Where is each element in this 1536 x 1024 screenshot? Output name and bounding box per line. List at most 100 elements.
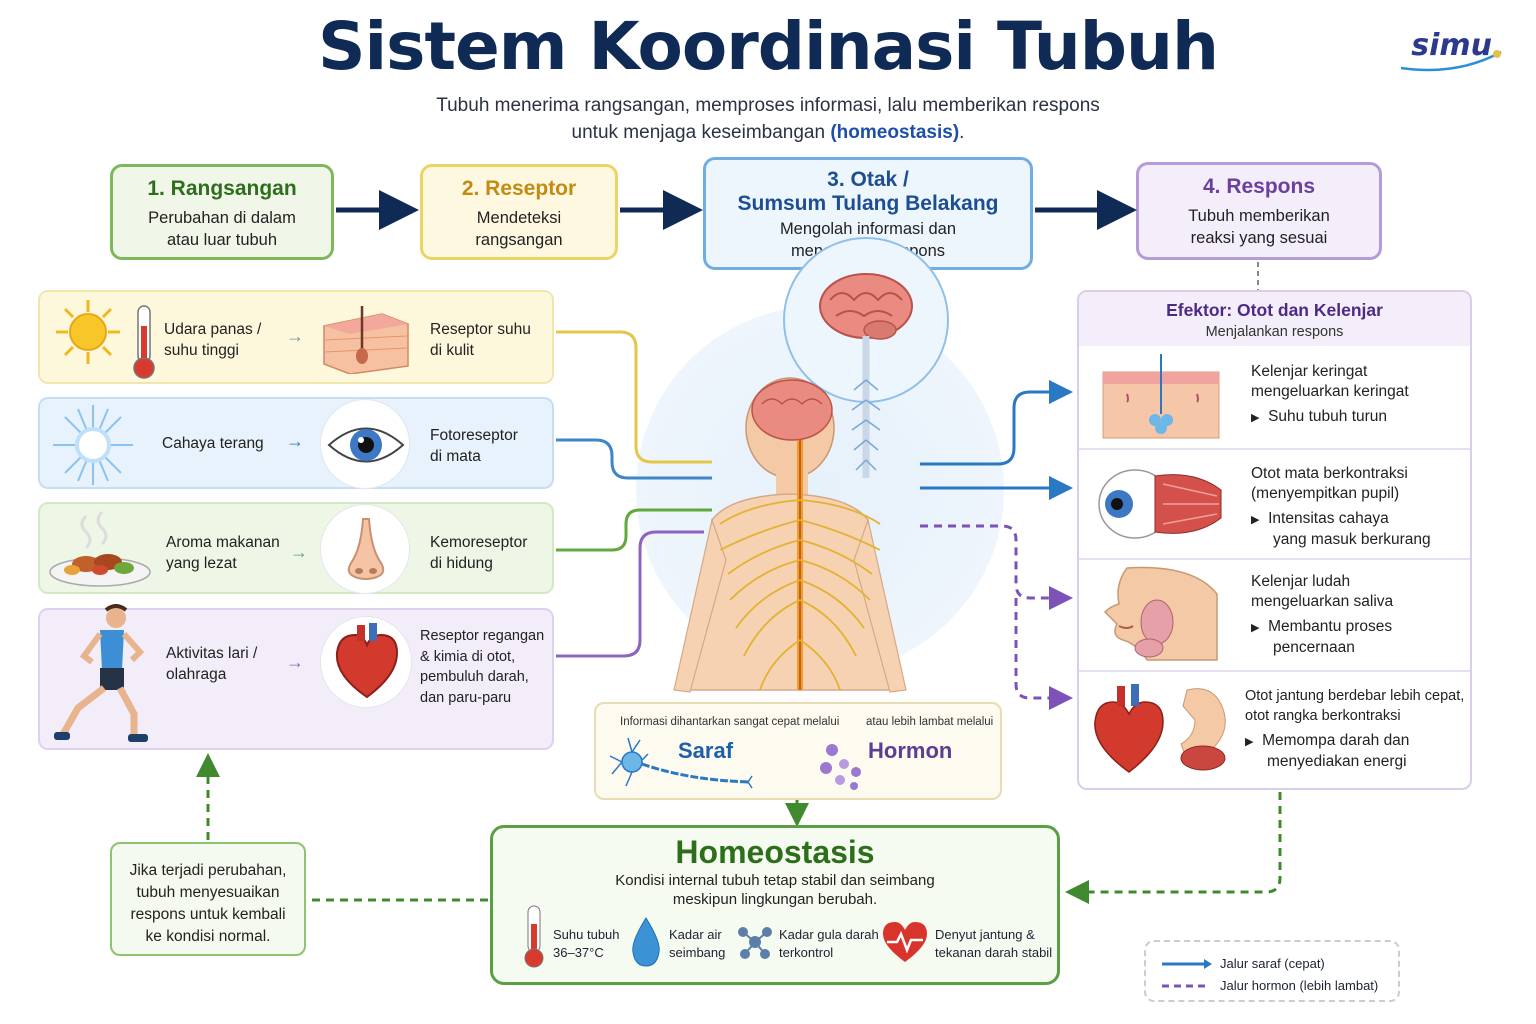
glucose-icon [738,927,772,959]
subtitle-pre: untuk menjaga keseimbangan [571,122,831,143]
receptor-exercise-line3: pembuluh darah, [420,669,529,685]
receptor-light-line2: di mata [430,448,481,465]
effector-saliva-line2: mengeluarkan saliva [1251,593,1394,610]
stimulus-row-light: Cahaya terang → Fotoreseptor di mata [38,397,554,489]
effector-saliva-result1: Membantu proses [1268,618,1393,635]
homeostasis-water-line2: seimbang [669,945,726,960]
step-receptor: 2. Reseptor Mendeteksi rangsangan [420,164,618,260]
receptor-smell-line2: di hidung [430,555,493,572]
transmission-note-left: Informasi dihantarkan sangat cepat melal… [620,716,840,728]
effector-title: Efektor: Otot dan Kelenjar [1166,300,1383,320]
heart-icon [335,623,399,699]
step-response-desc1: Tubuh memberikan [1188,207,1330,225]
step-receptor-desc2: rangsangan [475,231,563,249]
bullet-icon: ▶ [1251,412,1260,424]
effector-heart-line1: Otot jantung berdebar lebih cepat, [1245,688,1465,704]
heart-icon-circle [320,616,412,708]
body-nervous-system-icon [673,377,907,693]
homeostasis-heart-line1: Denyut jantung & [935,927,1035,942]
step-stimulus-desc1: Perubahan di dalam [148,209,296,227]
subtitle-line-1: Tubuh menerima rangsangan, memproses inf… [436,95,1100,116]
effector-subtitle: Menjalankan respons [1205,324,1344,340]
effector-eye-result2: yang masuk berkurang [1273,531,1431,548]
logo-text: simu [1411,28,1492,63]
effector-saliva-line1: Kelenjar ludah [1251,573,1351,590]
hormone-molecules-icon [820,744,861,790]
bright-light-icon [53,405,133,485]
arrow-right-icon: → [286,652,304,672]
effector-heart-result2: menyediakan energi [1267,753,1407,770]
receptor-heat-line1: Reseptor suhu [430,321,531,338]
step-receptor-desc1: Mendeteksi [476,209,562,227]
effector-row-heart-muscle: Otot jantung berdebar lebih cepat, otot r… [1079,670,1470,788]
nose-icon [347,518,385,580]
feedback-box: Jika terjadi perubahan, tubuh menyesuaik… [110,842,306,956]
heart-muscle-icon [1094,684,1226,773]
stimulus-smell-line1: Aroma makanan [166,534,280,551]
bullet-icon: ▶ [1251,514,1260,526]
eye-icon-circle [320,399,410,489]
skin-icon [323,306,409,374]
brand-logo: simu [1401,28,1502,72]
eye-muscle-icon [1098,469,1222,539]
transmission-nerve-label: Saraf [678,738,734,763]
homeostasis-glucose-line1: Kadar gula darah [779,927,879,942]
logo-swoosh-icon [1401,50,1502,72]
effector-panel: Efektor: Otot dan Kelenjar Menjalankan r… [1077,290,1472,790]
receptor-heat-line2: di kulit [430,342,474,359]
runner-icon [54,604,148,742]
transmission-note-right: atau lebih lambat melalui [866,716,994,728]
homeostasis-title: Homeostasis [675,834,875,870]
subtitle-post: . [959,122,965,143]
stimulus-row-exercise: Aktivitas lari /olahraga → Reseptor rega… [38,604,554,750]
effector-eye-line1: Otot mata berkontraksi [1251,465,1408,482]
legend-lines [1162,959,1212,988]
receptor-light-line1: Fotoreseptor [430,427,518,444]
transmission-hormone-label: Hormon [868,738,953,763]
arrow-right-icon: → [286,431,304,451]
homeostasis-glucose-line2: terkontrol [779,945,834,960]
feedback-line1: Jika terjadi perubahan, [129,862,287,879]
sweat-gland-icon [1102,354,1220,439]
thermometer-icon [524,905,544,968]
bullet-icon: ▶ [1245,736,1254,748]
food-plate-icon [49,510,151,587]
arrow-right-icon: → [290,542,308,562]
step-brain-title1: 3. Otak / [827,168,909,191]
stimulus-exercise-line2: olahraga [166,666,227,683]
brain-icon [819,273,913,340]
thermometer-icon [133,305,155,379]
sun-icon [56,300,155,379]
subtitle-line-2: untuk menjaga keseimbangan (homeostasis)… [0,119,1536,146]
step-stimulus-title: 1. Rangsangan [147,177,297,200]
face-saliva-icon [1103,566,1218,661]
stimulus-smell-line2: yang lezat [166,555,237,572]
effector-eye-line2: (menyempitkan pupil) [1251,485,1400,502]
stimulus-row-heat: Udara panas /suhu tinggi → Reseptor suhu… [38,290,554,384]
legend-hormone-label: Jalur hormon (lebih lambat) [1220,978,1379,993]
homeostasis-box: Homeostasis Kondisi internal tubuh tetap… [490,825,1060,985]
effector-eye-result1: Intensitas cahaya [1268,510,1389,527]
effector-row-saliva: Kelenjar ludah mengeluarkan saliva ▶ Memb… [1079,558,1470,670]
receptor-exercise-line2: & kimia di otot, [420,648,516,665]
step-receptor-title: 2. Reseptor [461,177,577,200]
receptor-smell-line1: Kemoreseptor [430,534,528,551]
step-response-title: 4. Respons [1202,175,1316,198]
stimulus-heat-line2: suhu tinggi [164,342,239,359]
step-stimulus: 1. Rangsangan Perubahan di dalam atau lua… [110,164,334,260]
eye-icon [327,427,405,463]
effector-heart-line2: otot rangka berkontraksi [1245,708,1401,724]
stimulus-light: Cahaya terang [162,435,264,452]
stimulus-row-smell: Aroma makanan yang lezat → Kemoreseptor di… [38,502,554,594]
arrow-right-icon: → [286,326,304,346]
homeostasis-temp-line1: Suhu tubuh [553,927,620,942]
effector-saliva-result2: pencernaan [1273,639,1355,656]
water-drop-icon [632,917,660,967]
homeostasis-water-line1: Kadar air [669,927,722,942]
page-title: Sistem Koordinasi Tubuh [318,8,1219,85]
heartbeat-icon [883,922,927,962]
bullet-icon: ▶ [1251,622,1260,634]
step-stimulus-desc2: atau luar tubuh [166,231,278,249]
